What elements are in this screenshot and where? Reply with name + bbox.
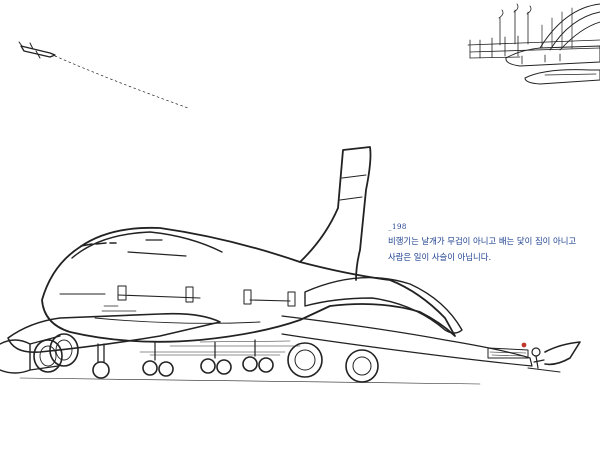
distant-plane-icon <box>18 41 189 109</box>
airport-terminal-sketch <box>467 3 600 85</box>
landing-gear <box>92 339 274 379</box>
poem-caption: _198 비행기는 날개가 무겁이 아니고 배는 닻이 짐이 아니고 사람은 일… <box>388 219 588 265</box>
tiny-people-pulling-plane <box>487 341 581 373</box>
page-number: _198 <box>388 223 407 231</box>
caption-line-1: 비행기는 날개가 무겁이 아니고 배는 닻이 짐이 아니고 <box>388 236 577 246</box>
jumbo-jet-illustration <box>0 146 533 385</box>
engine-nacelles <box>0 333 379 383</box>
caption-line-2: 사람은 일이 사슬이 아닙니다. <box>388 252 492 262</box>
